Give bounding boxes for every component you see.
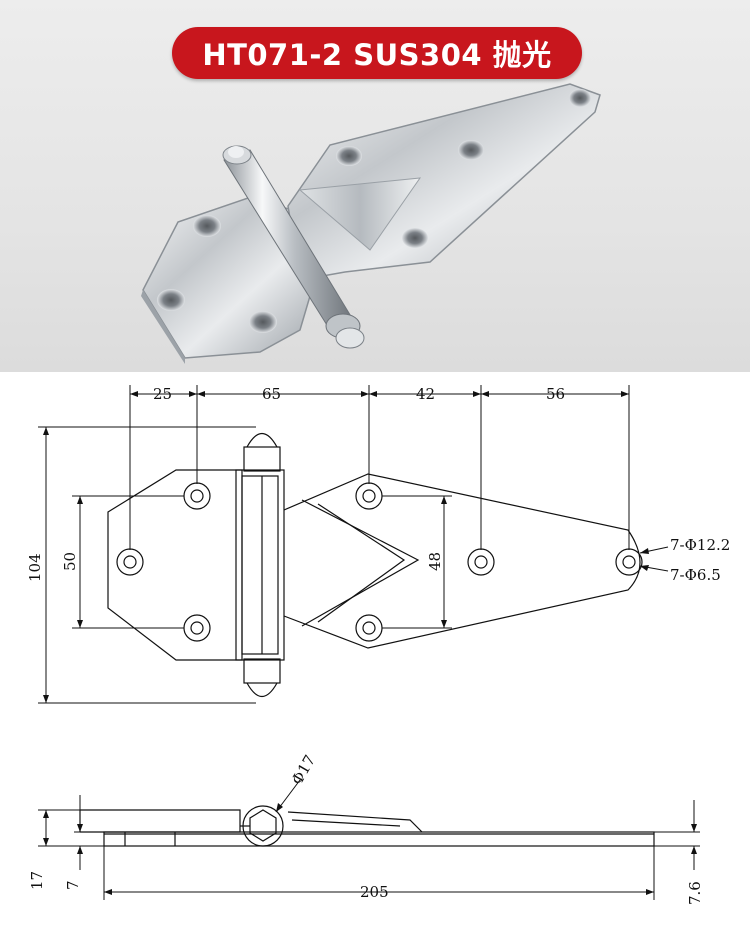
hinge-photo xyxy=(141,83,601,364)
dim-50: 50 xyxy=(61,552,79,571)
dim-48: 48 xyxy=(426,552,444,571)
dim-42: 42 xyxy=(416,385,435,403)
dim-7: 7 xyxy=(64,880,82,890)
side-arrowheads xyxy=(43,803,697,895)
photo-holes xyxy=(157,89,591,333)
dim-17: 17 xyxy=(28,871,46,890)
dim-205: 205 xyxy=(360,883,389,901)
dim-56: 56 xyxy=(546,385,565,403)
hole-small-label: 7-Φ6.5 xyxy=(670,566,721,584)
side-view-outline xyxy=(79,805,655,847)
pin-diameter-label: Φ17 xyxy=(288,752,319,788)
dim-25: 25 xyxy=(153,385,172,403)
dim-65: 65 xyxy=(262,385,281,403)
top-view-outline xyxy=(107,432,641,698)
product-title: HT071-2 SUS304 抛光 xyxy=(202,38,552,72)
dim-7-6: 7.6 xyxy=(686,881,704,905)
top-dimension-lines xyxy=(38,385,669,704)
side-dimension-lines xyxy=(38,779,700,900)
right-leaf xyxy=(287,83,601,281)
top-arrowheads xyxy=(43,391,649,703)
dim-104: 104 xyxy=(26,553,44,582)
top-view-holes xyxy=(116,482,643,642)
hole-large-label: 7-Φ12.2 xyxy=(670,536,730,554)
technical-drawing: 25 65 42 56 104 50 48 7-Φ12.2 7-Φ6.5 Φ17… xyxy=(26,385,730,905)
hinge-barrel xyxy=(222,145,365,349)
title-badge: HT071-2 SUS304 抛光 xyxy=(172,27,582,79)
